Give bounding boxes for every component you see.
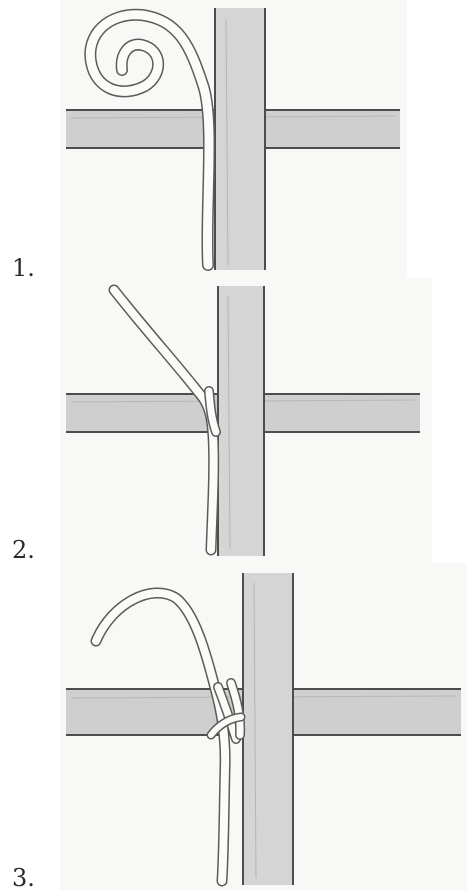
vertical-pole [218, 286, 264, 556]
step-number-1: 1. [12, 256, 35, 280]
vertical-pole [215, 8, 265, 270]
step-2-illustration [60, 278, 432, 563]
step-3-drawing [60, 563, 467, 890]
step-number-2: 2. [12, 538, 35, 562]
step-2-drawing [60, 278, 432, 563]
step-number-3: 3. [12, 866, 35, 890]
step-3-illustration [60, 563, 467, 890]
vertical-pole [243, 573, 293, 885]
step-1-illustration [60, 0, 407, 278]
step-1-drawing [60, 0, 407, 278]
